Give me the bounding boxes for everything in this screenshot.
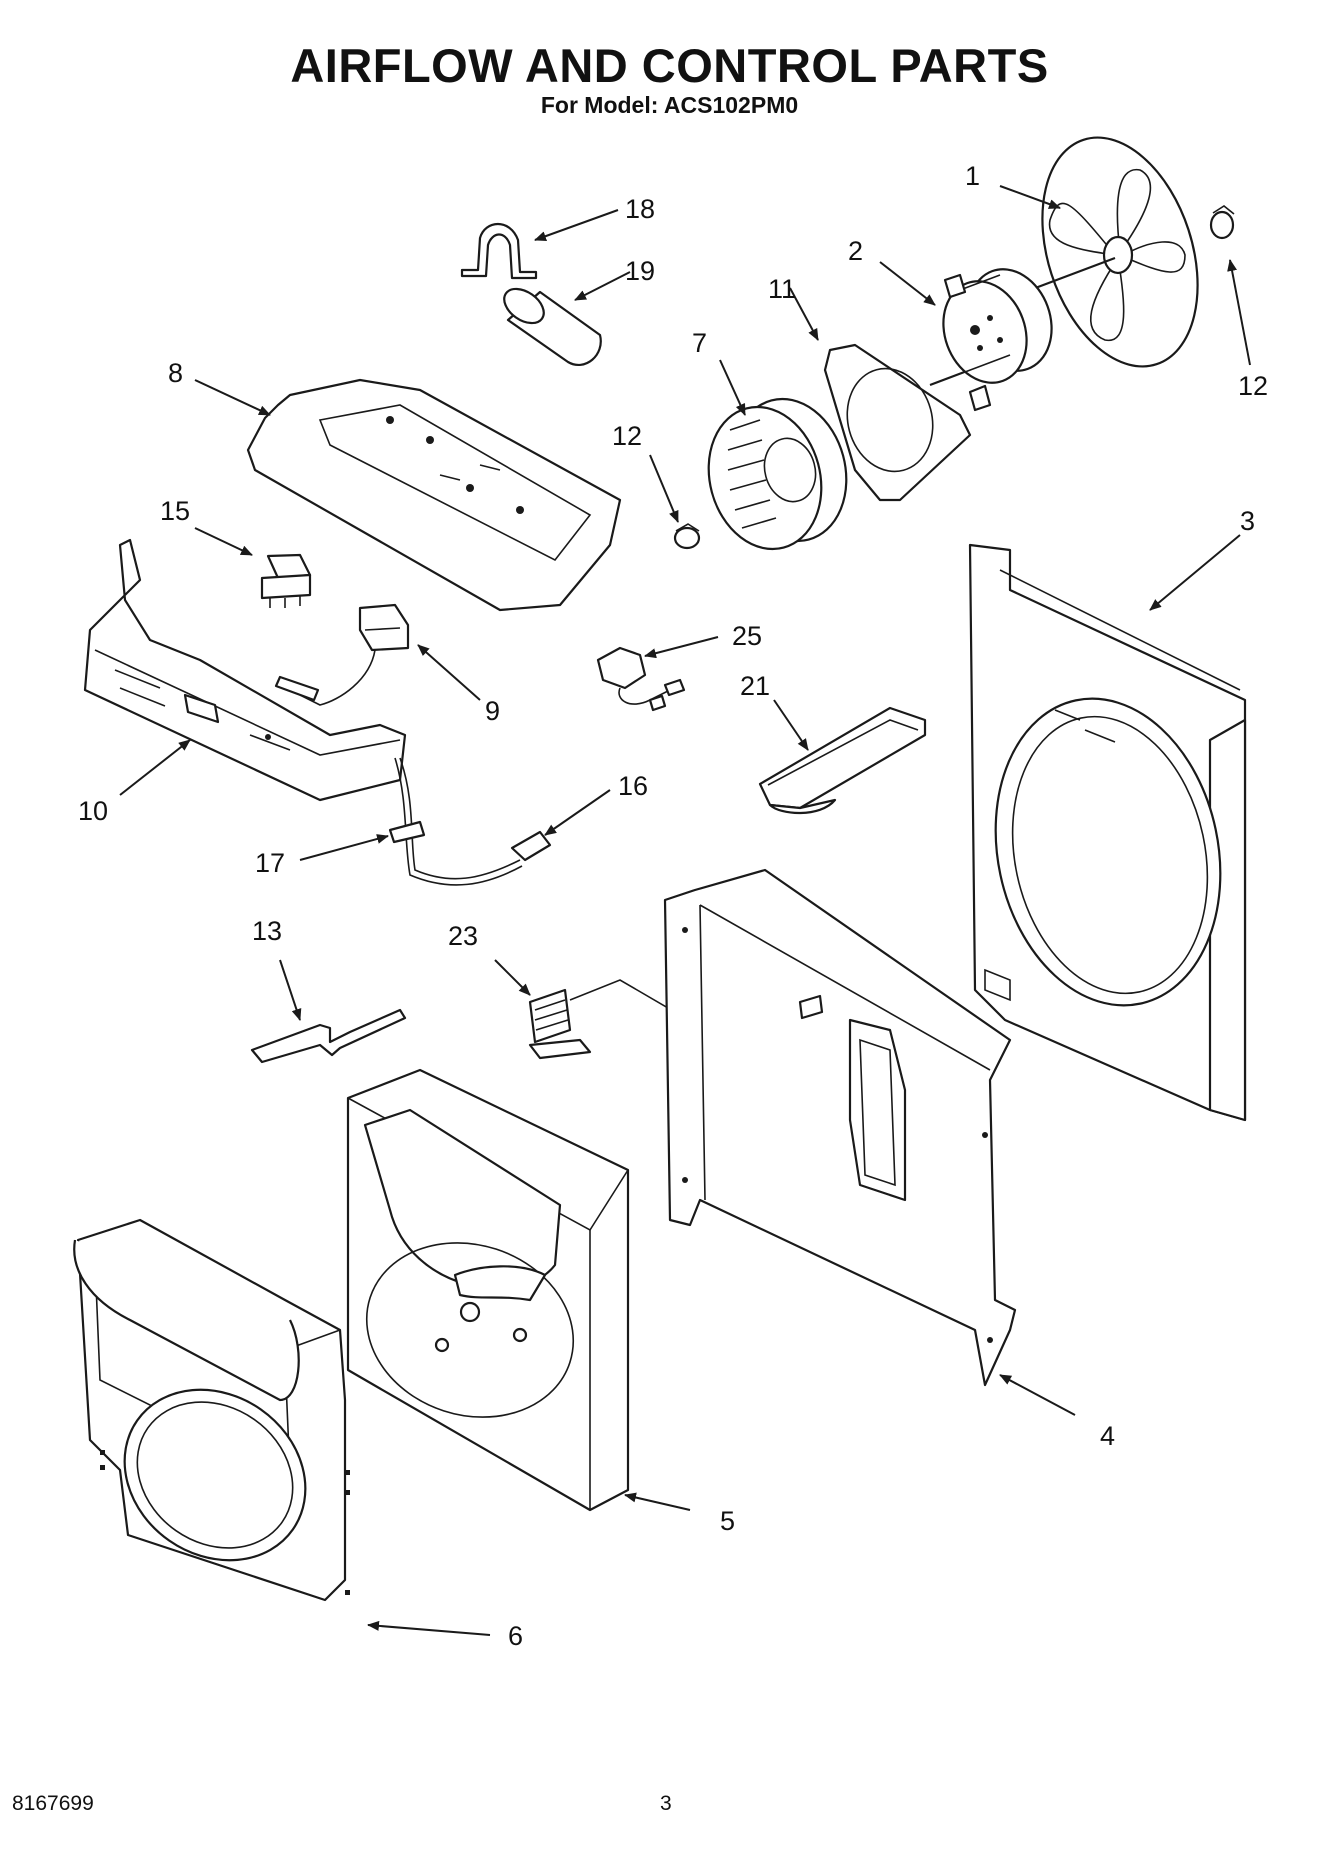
callout-3: 3	[1240, 506, 1255, 536]
part-7-blower-wheel	[707, 397, 848, 551]
part-11-blower-plate	[823, 343, 972, 502]
part-12-clip-top	[1209, 205, 1235, 240]
part-15-switch	[260, 553, 312, 608]
callout-19: 19	[625, 256, 655, 286]
part-13-drain-hook	[250, 1008, 407, 1064]
part-4-partition	[663, 868, 1017, 1387]
callout-25: 25	[732, 621, 762, 651]
callout-11: 11	[768, 274, 796, 304]
callout-16: 16	[618, 771, 648, 801]
part-19-capacitor	[503, 287, 602, 367]
callout-labels: 1 2 12 18 19 11 7 8 12 15 3 25 21 9 16 1…	[78, 161, 1268, 1651]
part-17-cord-clamp	[388, 820, 426, 844]
part-5-front-baffle	[346, 1068, 630, 1512]
callout-12-top: 12	[1238, 371, 1268, 401]
callout-4: 4	[1100, 1421, 1115, 1451]
callout-2: 2	[848, 236, 863, 266]
model-subtitle: For Model: ACS102PM0	[540, 92, 799, 118]
document-number: 8167699	[12, 1792, 94, 1815]
part-2-motor	[929, 256, 1116, 412]
callout-12-middle: 12	[612, 421, 642, 451]
part-16-power-cord	[394, 757, 552, 886]
part-3-shroud	[968, 543, 1247, 1122]
part-6-outer-duct	[73, 1218, 350, 1602]
part-9-thermostat	[274, 603, 410, 706]
callout-21: 21	[740, 671, 770, 701]
callout-8: 8	[168, 358, 183, 388]
part-1-fan-blade	[1041, 136, 1199, 368]
callout-10: 10	[78, 796, 108, 826]
part-8-top-cover	[246, 378, 622, 612]
page-title: AIRFLOW AND CONTROL PARTS	[290, 39, 1049, 92]
part-10-control-bracket	[83, 538, 407, 802]
part-12-clip-middle	[673, 523, 701, 550]
callout-17: 17	[255, 848, 285, 878]
callout-13: 13	[252, 916, 282, 946]
leader-lines	[119, 185, 1251, 1636]
part-18-capacitor-strap	[460, 223, 538, 280]
callout-1: 1	[965, 161, 980, 191]
callout-23: 23	[448, 921, 478, 951]
page-number: 3	[660, 1792, 672, 1815]
callout-5: 5	[720, 1506, 735, 1536]
callout-18: 18	[625, 194, 655, 224]
callout-15: 15	[160, 496, 190, 526]
callout-6: 6	[508, 1621, 523, 1651]
part-21-drain-trough	[758, 706, 927, 815]
callout-7: 7	[692, 328, 707, 358]
part-25-relay	[596, 646, 686, 712]
callout-9: 9	[485, 696, 500, 726]
